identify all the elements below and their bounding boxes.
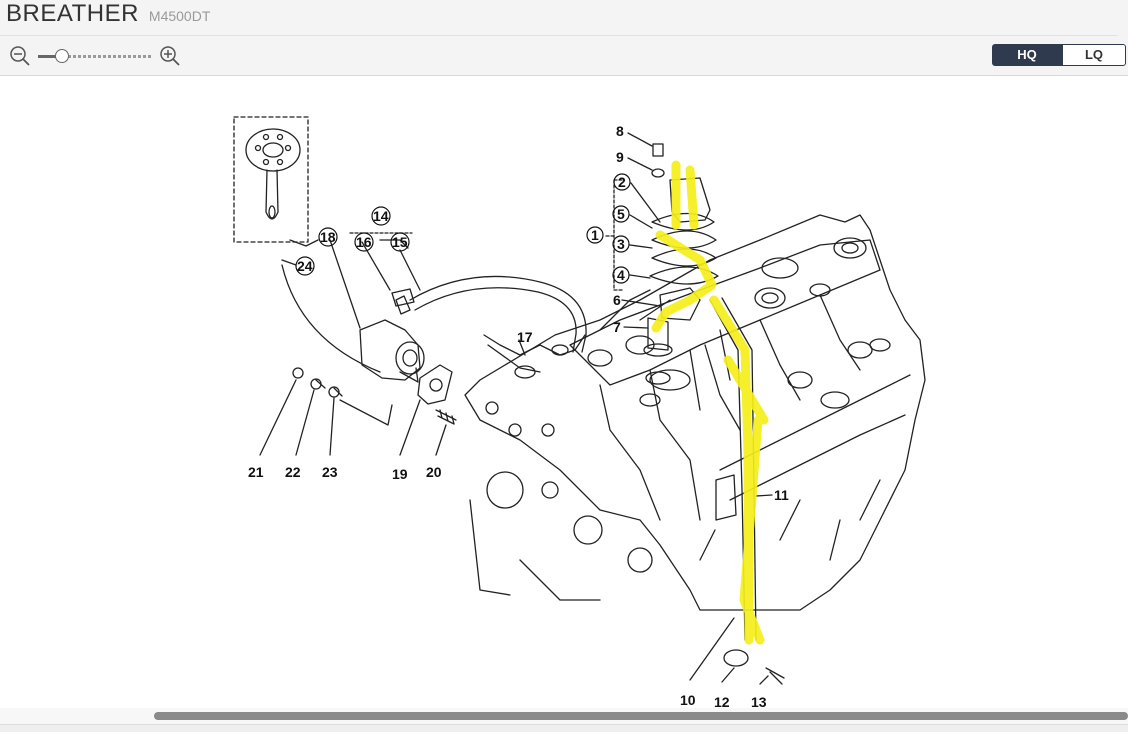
zoom-out-icon[interactable] [9, 45, 31, 67]
quality-hq-button[interactable]: HQ [992, 44, 1062, 66]
callout-22: 22 [285, 464, 301, 480]
callout-14: 14 [373, 208, 389, 224]
engine-block-outline [464, 214, 926, 611]
callout-10: 10 [680, 692, 696, 707]
callout-2: 2 [618, 174, 626, 190]
bottom-edge [0, 724, 1128, 732]
engine-port-2 [761, 257, 799, 279]
callout-9: 9 [616, 149, 624, 165]
callout-6: 6 [613, 292, 621, 308]
model-code: M4500DT [148, 8, 211, 24]
callout-17: 17 [517, 329, 533, 345]
callout-5: 5 [617, 206, 625, 222]
callout-15: 15 [392, 234, 408, 250]
zoom-slider-handle[interactable] [55, 49, 70, 63]
callout-3: 3 [617, 236, 625, 252]
engine-port-1 [833, 237, 867, 259]
callout-19: 19 [392, 466, 408, 482]
callout-23: 23 [322, 464, 338, 480]
gasket [417, 364, 453, 405]
zoom-slider-fill [38, 55, 63, 58]
title-row: BREATHER M4500DT [6, 0, 210, 28]
callout-13: 13 [751, 694, 767, 707]
horizontal-scrollbar[interactable] [0, 708, 1128, 724]
callout-11: 11 [774, 487, 789, 503]
callout-16: 16 [356, 234, 372, 250]
callout-1: 1 [591, 227, 599, 243]
callout-7: 7 [613, 319, 621, 335]
diagram-viewer[interactable]: 8 9 2 5 1 3 4 6 7 14 16 15 18 24 17 21 2… [0, 77, 1128, 707]
breather-hose [409, 275, 587, 353]
callout-20: 20 [426, 464, 442, 480]
title-divider [0, 35, 1118, 36]
callout-21: 21 [248, 464, 264, 480]
horizontal-scroll-thumb[interactable] [154, 712, 1128, 720]
highlight-breather-stack [651, 160, 717, 333]
quality-lq-button[interactable]: LQ [1062, 44, 1126, 66]
callout-24: 24 [297, 258, 313, 274]
inset-detail-box [233, 116, 309, 243]
callout-18: 18 [320, 229, 336, 245]
breather-parts-diagram: 8 9 2 5 1 3 4 6 7 14 16 15 18 24 17 21 2… [233, 116, 926, 707]
highlight-breather-pipe [709, 295, 769, 645]
page-title: BREATHER [6, 0, 139, 27]
zoom-slider[interactable] [38, 48, 152, 64]
zoom-in-icon[interactable] [159, 45, 181, 67]
header-bar: BREATHER M4500DT HQ LQ [0, 0, 1128, 76]
zoom-slider-track [38, 55, 152, 58]
callout-8: 8 [616, 123, 624, 139]
quality-toggle: HQ LQ [992, 44, 1126, 66]
callout-4: 4 [617, 267, 625, 283]
callout-12: 12 [714, 694, 730, 707]
toolbar: HQ LQ [0, 36, 1128, 76]
breather-unit [359, 319, 421, 381]
